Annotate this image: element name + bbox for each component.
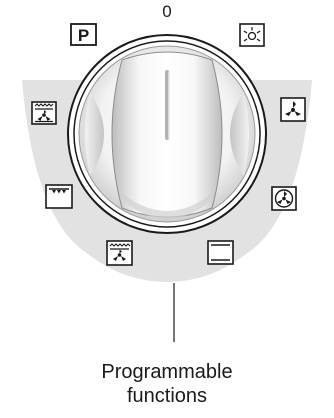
fan-with-ring-heater-icon — [272, 187, 296, 210]
oven-lamp-icon — [240, 24, 264, 46]
dial-zero-label: 0 — [157, 2, 177, 22]
fan-oven-icon — [281, 98, 305, 121]
p-program-icon: P — [71, 24, 96, 45]
p-program-letter: P — [78, 26, 89, 45]
grill-fan-combination-icon — [32, 102, 56, 124]
top-heat-icon — [46, 185, 72, 208]
caption-line-2: functions — [40, 384, 294, 408]
programmable-functions-caption: Programmable functions — [40, 360, 294, 408]
fan-grill-icon — [107, 241, 132, 265]
conventional-top-bottom-heat-icon — [208, 241, 233, 264]
caption-line-1: Programmable — [40, 360, 294, 384]
